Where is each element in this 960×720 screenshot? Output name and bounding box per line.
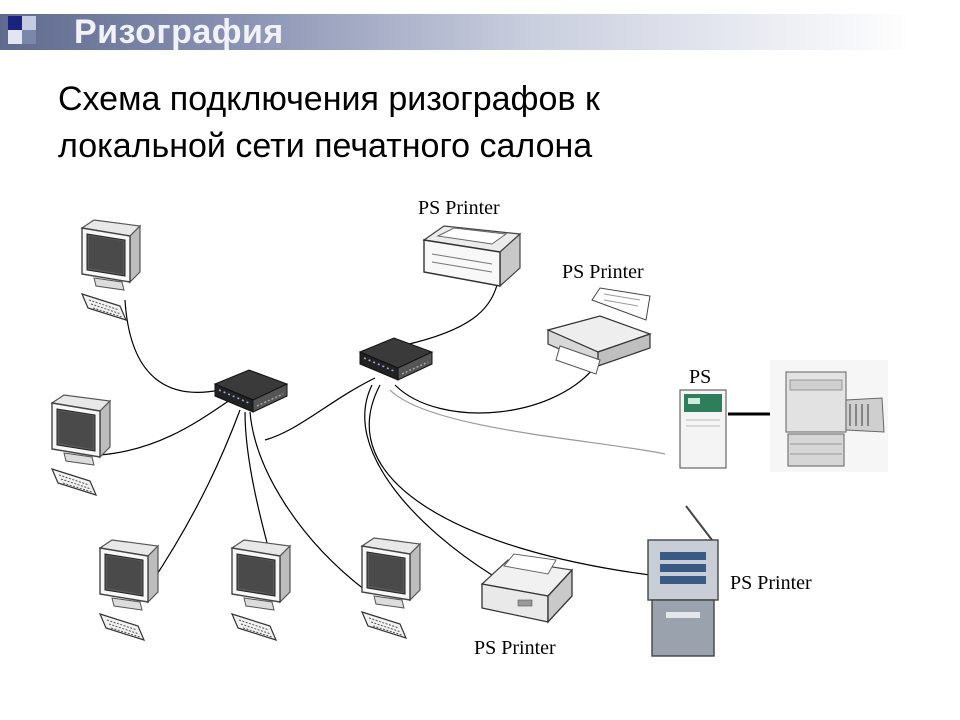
cable-pc3-switch1 — [149, 409, 241, 586]
header-square-pale — [8, 30, 22, 44]
laser-printer-icon — [422, 225, 522, 288]
label-printer-fax: PS Printer — [562, 261, 644, 283]
header-square-light — [22, 16, 36, 30]
cable-switch2-ps-controller — [389, 389, 666, 455]
cable-pc2-switch1 — [99, 399, 231, 456]
slide-title-line-2: локальной сети печатного салона — [58, 127, 593, 165]
label-printer-riso: PS Printer — [730, 572, 812, 594]
label-printer-bottom: PS Printer — [474, 637, 556, 659]
slide-title: Схема подключения ризографов к локальной… — [58, 76, 818, 170]
riso-duplicator-icon — [770, 360, 888, 472]
desktop-printer-icon — [480, 553, 574, 624]
computer-icon — [361, 537, 421, 639]
cable-switch2-printer-bottom — [364, 384, 493, 576]
computer-icon — [51, 394, 111, 496]
ps-controller-icon — [679, 389, 727, 469]
label-printer-top: PS Printer — [418, 197, 500, 219]
label-ps-controller: PS — [689, 366, 711, 388]
computer-icon — [231, 539, 291, 641]
computer-icon — [81, 219, 141, 321]
cable-pc1-switch1 — [124, 299, 221, 393]
computer-icon — [99, 539, 159, 641]
network-switch-icon — [359, 337, 433, 381]
network-switch-icon — [214, 369, 288, 413]
slide-title-line-1: Схема подключения ризографов к — [58, 80, 600, 118]
fax-printer-icon — [546, 287, 652, 375]
header-square-mid — [22, 30, 36, 44]
header-band — [0, 14, 960, 50]
cable-pc5-switch1 — [249, 411, 366, 591]
floor-printer-icon — [647, 505, 719, 657]
section-title: Ризография — [74, 13, 284, 51]
cable-switch2-printer-top — [404, 284, 498, 346]
cable-switch1-switch2 — [264, 377, 376, 441]
header-square-dark — [8, 16, 22, 30]
cable-switch2-printer-fax — [394, 359, 601, 414]
cable-switch2-printer-riso — [368, 384, 651, 576]
